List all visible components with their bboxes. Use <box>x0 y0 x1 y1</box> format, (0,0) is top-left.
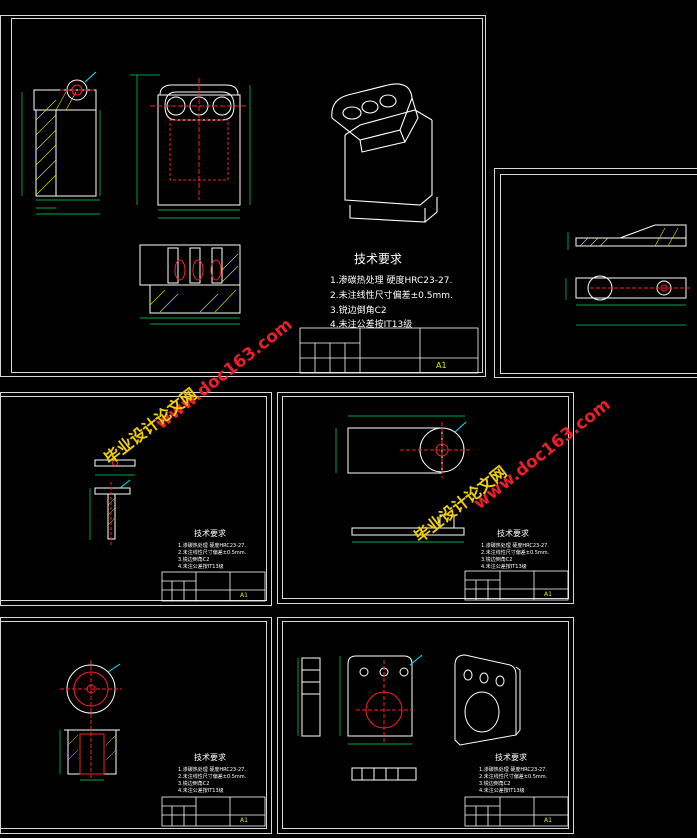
side-section-view <box>21 71 101 215</box>
tech-req-title-bottom-right: 技术要求 <box>495 753 527 762</box>
tech-req-title-mid-left: 技术要求 <box>194 529 226 538</box>
sheet-inner-border <box>0 396 267 601</box>
sheet-inner-border <box>282 621 569 829</box>
drawing-sheet-bottom-right <box>277 617 574 834</box>
tech-req-item-1-bottom-left: 1.渗碳热处理 硬度HRC23-27. <box>178 767 246 773</box>
sheet-inner-border <box>500 174 697 374</box>
tech-req-item-2-mid-left: 2.未注线性尺寸偏差±0.5mm. <box>178 550 247 556</box>
tech-req-item-1-bottom-right: 1.渗碳热处理 硬度HRC23-27. <box>479 767 547 773</box>
title-block-mid-left <box>161 571 266 602</box>
tech-req-item-3-bottom-left: 3.锐边倒角C2 <box>178 781 210 787</box>
tech-req-item-4-main: 4.未注公差按IT13级 <box>330 320 413 330</box>
tech-req-item-2-bottom-left: 2.未注线性尺寸偏差±0.5mm. <box>178 774 247 780</box>
tech-req-item-3-mid-left: 3.锐边倒角C2 <box>178 557 210 563</box>
tech-req-item-2-mid-right: 2.未注线性尺寸偏差±0.5mm. <box>481 550 550 556</box>
drawing-sheet-right <box>494 168 697 378</box>
tech-req-item-1-main: 1.渗碳热处理 硬度HRC23-27. <box>330 276 453 286</box>
tech-req-item-3-bottom-right: 3.锐边倒角C2 <box>479 781 511 787</box>
sheet-size-main: A1 <box>436 361 447 370</box>
tech-req-item-3-main: 3.锐边倒角C2 <box>330 306 387 316</box>
tech-req-item-2-bottom-right: 2.未注线性尺寸偏差±0.5mm. <box>479 774 548 780</box>
tech-req-title-main: 技术要求 <box>354 252 403 266</box>
sheet-inner-border <box>11 18 483 373</box>
drawing-sheet-bottom-left <box>0 617 272 834</box>
tech-req-item-2-main: 2.未注线性尺寸偏差±0.5mm. <box>330 291 453 301</box>
tech-req-item-1-mid-left: 1.渗碳热处理 硬度HRC23-27. <box>178 543 246 549</box>
sheet-size-mid-right: A1 <box>544 591 552 598</box>
sheet-inner-border <box>282 396 569 599</box>
drawing-sheet-main <box>0 15 486 377</box>
tech-req-item-4-mid-right: 4.未注公差按IT13级 <box>481 564 527 570</box>
title-block-bottom-right <box>464 796 569 827</box>
tech-req-title-mid-right: 技术要求 <box>497 529 529 538</box>
bottom-section-view <box>139 244 241 325</box>
tech-req-item-3-mid-right: 3.锐边倒角C2 <box>481 557 513 563</box>
tech-req-item-4-bottom-right: 4.未注公差按IT13级 <box>479 788 525 794</box>
tech-req-item-4-mid-left: 4.未注公差按IT13级 <box>178 564 224 570</box>
drawing-sheet-mid-right <box>277 392 574 604</box>
sheet-inner-border <box>0 621 267 829</box>
tech-req-title-bottom-left: 技术要求 <box>194 753 226 762</box>
tech-req-item-1-mid-right: 1.渗碳热处理 硬度HRC23-27. <box>481 543 549 549</box>
drawing-sheet-mid-left <box>0 392 272 606</box>
title-block-main <box>299 327 479 374</box>
isometric-view <box>331 83 438 223</box>
front-view <box>130 74 251 219</box>
title-block-bottom-left <box>161 796 266 827</box>
tech-req-item-4-bottom-left: 4.未注公差按IT13级 <box>178 788 224 794</box>
sheet-size-bottom-left: A1 <box>240 817 248 824</box>
title-block-mid-right <box>464 570 569 601</box>
sheet-size-bottom-right: A1 <box>544 817 552 824</box>
sheet-size-mid-left: A1 <box>240 592 248 599</box>
